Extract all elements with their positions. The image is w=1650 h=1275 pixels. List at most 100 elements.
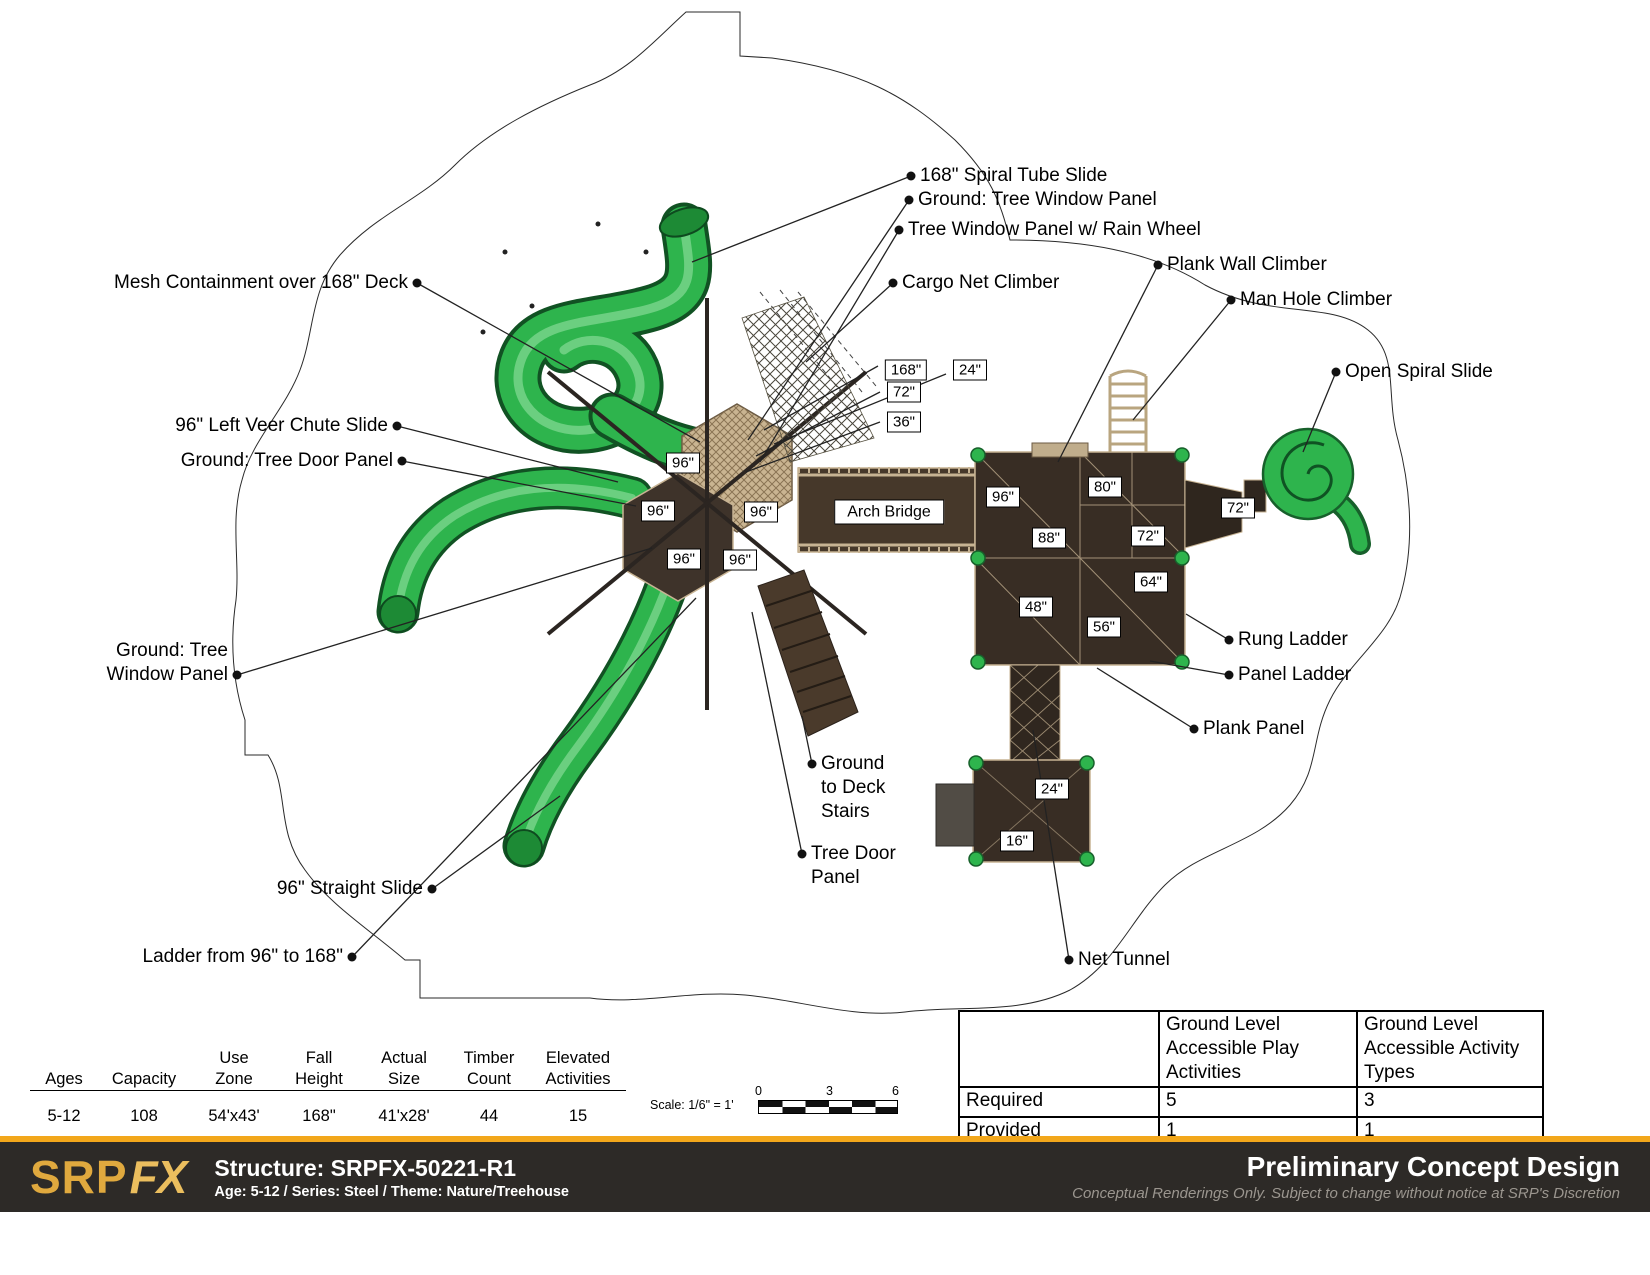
callout-cargo-net-climber: Cargo Net Climber (902, 272, 1060, 293)
arch-bridge-label: Arch Bridge (834, 499, 944, 525)
leader-lines (236, 175, 1337, 961)
stairs-shape (757, 569, 859, 737)
dimension-badge: 96" (722, 549, 758, 571)
access-cell: 5 (1158, 1086, 1358, 1118)
dimension-badge: 168" (884, 359, 928, 381)
scale-tick: 0 (755, 1084, 762, 1098)
dimension-badge: 96" (666, 548, 702, 570)
ground-panel-box (935, 783, 975, 847)
spec-value: 15 (568, 1107, 588, 1125)
access-corner-cell (958, 1010, 1160, 1088)
leader-dots (232, 171, 1341, 965)
dimension-badge: 72" (886, 381, 922, 403)
spec-header: Size (387, 1070, 421, 1088)
dimension-badge: 48" (1018, 596, 1054, 618)
spec-header: Timber (463, 1049, 515, 1067)
spec-value: 54'x43' (208, 1107, 260, 1125)
sheet-title-block: Preliminary Concept Design Conceptual Re… (1072, 1151, 1620, 1203)
callout-ground-tree-window-2: Ground: Tree Window Panel (107, 639, 228, 687)
dimension-badge: 56" (1086, 616, 1122, 638)
dimension-badge: 24" (1034, 778, 1070, 800)
structure-meta: Age: 5-12 / Series: Steel / Theme: Natur… (214, 1183, 569, 1200)
spec-header: Height (295, 1070, 343, 1088)
dimension-badge: 80" (1087, 476, 1123, 498)
spec-header: Actual (381, 1049, 427, 1067)
callout-mesh-containment: Mesh Containment over 168" Deck (114, 272, 408, 293)
callout-straight-slide: 96" Straight Slide (276, 878, 423, 899)
callout-panel-ladder: Panel Ladder (1238, 664, 1352, 685)
dimension-badge: 72" (1220, 497, 1256, 519)
callout-ladder-96-168: Ladder from 96" to 168" (142, 946, 343, 967)
dimension-badge: 96" (640, 500, 676, 522)
spec-header: Use (219, 1049, 249, 1067)
spec-col-capacity: Capacity 108 (98, 1042, 190, 1126)
callout-line: Tree Door (811, 843, 896, 864)
scale-bar (758, 1100, 898, 1114)
spec-header: Activities (545, 1070, 611, 1088)
disclaimer: Conceptual Renderings Only. Subject to c… (1072, 1185, 1620, 1202)
callout-line: Ground: Tree (116, 640, 228, 661)
dimension-badge: 64" (1133, 571, 1169, 593)
spiral-exit-deck (1184, 479, 1243, 549)
dimension-badge: 72" (1130, 525, 1166, 547)
callout-line: to Deck (821, 777, 886, 798)
man-hole-climber-shape (1108, 369, 1148, 452)
callout-plank-wall-climber: Plank Wall Climber (1167, 254, 1327, 275)
callout-plank-panel: Plank Panel (1203, 718, 1305, 739)
callout-spiral-tube-slide: 168" Spiral Tube Slide (920, 165, 1108, 186)
spec-value: 41'x28' (378, 1107, 430, 1125)
callout-net-tunnel: Net Tunnel (1078, 949, 1170, 970)
callout-line: Stairs (821, 801, 870, 822)
callout-ground-to-deck-stairs: Ground to Deck Stairs (821, 752, 885, 824)
scale-tick: 6 (892, 1084, 899, 1098)
tower-deck-complex (970, 442, 1190, 670)
callout-line: Ground (821, 753, 885, 774)
dimension-badge: 36" (886, 411, 922, 433)
callout-tree-door-panel: Tree Door Panel (811, 842, 896, 890)
dimension-badge: 96" (985, 486, 1021, 508)
spec-header: Elevated (545, 1049, 611, 1067)
dimension-badge: 16" (999, 830, 1035, 852)
spec-value: 5-12 (47, 1107, 81, 1125)
cargo-net-shape (741, 296, 875, 463)
structure-info: Structure: SRPFX-50221-R1 Age: 5-12 / Se… (214, 1155, 569, 1200)
callout-left-veer-chute: 96" Left Veer Chute Slide (175, 415, 388, 436)
plank-wall-climber-shape (1031, 442, 1089, 458)
net-tunnel-shape (1009, 664, 1061, 763)
accent-divider (0, 1136, 1650, 1142)
spec-value: 108 (130, 1107, 158, 1125)
spec-col-ages: Ages 5-12 (30, 1042, 98, 1126)
spec-value: 168" (302, 1107, 336, 1125)
access-cell: 3 (1356, 1086, 1544, 1118)
spec-header: Capacity (111, 1070, 177, 1088)
callout-man-hole-climber: Man Hole Climber (1240, 289, 1393, 310)
callout-rain-wheel-panel: Tree Window Panel w/ Rain Wheel (908, 219, 1201, 240)
open-spiral-slide-shape (1243, 427, 1371, 555)
sheet-title: Preliminary Concept Design (1246, 1151, 1620, 1182)
scale-label: Scale: 1/6" = 1' (650, 1098, 734, 1112)
structure-id: Structure: SRPFX-50221-R1 (214, 1154, 517, 1181)
spec-header: Zone (215, 1070, 253, 1088)
callout-line: Panel (811, 867, 860, 888)
spiral-tube-slide-shape (494, 202, 724, 476)
logo-fx-text: FX (129, 1151, 188, 1203)
use-zone-outline (232, 11, 1411, 1014)
callout-open-spiral-slide: Open Spiral Slide (1345, 361, 1493, 382)
spec-value: 44 (479, 1107, 499, 1125)
dimension-badge: 96" (665, 452, 701, 474)
scale-tick: 3 (826, 1084, 833, 1098)
spec-header: Ages (45, 1070, 83, 1088)
left-veer-chute-slide-shape (376, 466, 654, 634)
spec-header: Fall (305, 1049, 333, 1067)
access-col1-header: Ground Level Accessible Play Activities (1158, 1010, 1358, 1088)
spec-header: Count (466, 1070, 512, 1088)
access-row-label: Required (958, 1086, 1160, 1118)
